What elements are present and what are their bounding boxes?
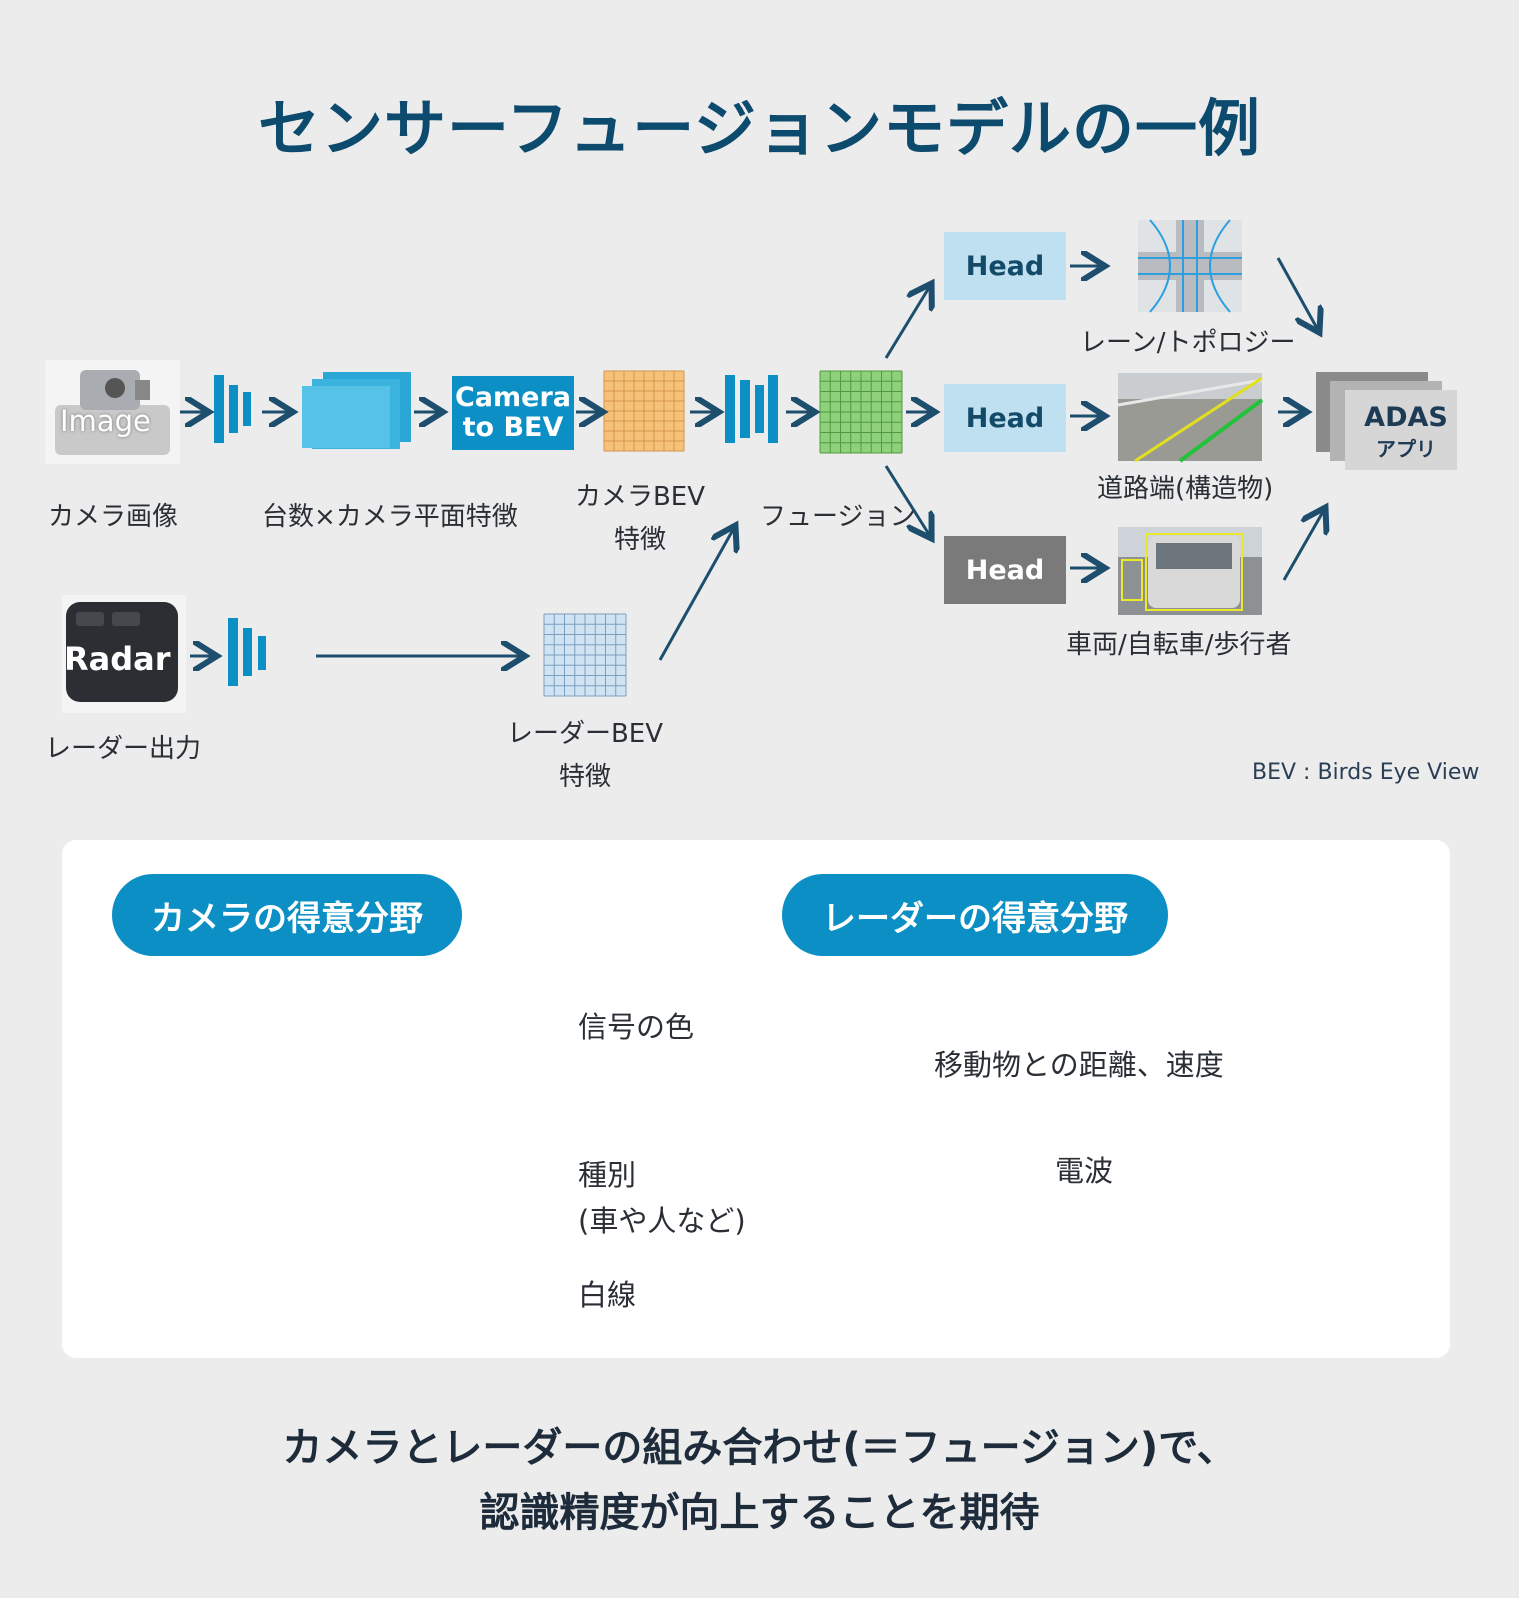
adas-app-stack (1316, 372, 1457, 470)
flow-arrow-17 (1282, 510, 1324, 581)
camera-device-icon (45, 360, 180, 464)
label-plane-features: 台数×カメラ平面特徴 (262, 502, 518, 532)
camera-to-bev-box: Camera to BEV (452, 376, 574, 450)
lane-topology-thumbnail (1138, 219, 1242, 313)
bottom-text-line1: カメラとレーダーの組み合わせ(＝フュージョン)で、 (282, 1425, 1237, 1471)
label-camera-image: カメラ画像 (48, 502, 179, 532)
camera-strengths-pill: カメラの得意分野 (112, 874, 462, 956)
bev-note: BEV : Birds Eye View (1252, 760, 1480, 785)
label-fusion: フュージョン (760, 502, 916, 532)
fusion-encoder-icon (725, 375, 778, 443)
flow-arrow-13 (884, 286, 930, 359)
radar-icon-text: Radar (64, 640, 171, 678)
radio-wave-label: 電波 (1055, 1154, 1114, 1188)
camera-item-signal: 信号の色 (578, 1010, 695, 1044)
camera-to-bev-line1: Camera (454, 382, 571, 413)
flow-arrow-16 (1276, 257, 1318, 330)
adas-label-line2: アプリ (1376, 437, 1436, 461)
page-title: センサーフュージョンモデルの一例 (257, 92, 1262, 165)
radar-encoder-icon (228, 618, 266, 686)
flow-arrow-14 (884, 465, 930, 536)
radar-bev-grid (543, 613, 627, 697)
camera-encoder-icon (214, 375, 251, 443)
output-lane-topology: レーン/トポロジー (1080, 328, 1296, 358)
adas-label-line1: ADAS (1364, 402, 1448, 433)
plane-features-icon (302, 372, 411, 449)
camera-item-type-line2: (車や人など) (578, 1204, 746, 1238)
radar-description: 移動物との距離、速度 (934, 1048, 1224, 1082)
output-road-edge: 道路端(構造物) (1097, 474, 1274, 504)
fusion-bev-grid (819, 370, 903, 454)
head-object: Head (944, 536, 1066, 604)
output-objects: 車両/自転車/歩行者 (1066, 630, 1292, 660)
label-radar-bev: レーダーBEV 特徴 (500, 713, 670, 793)
camera-item-type-line1: 種別 (578, 1158, 637, 1192)
road-edge-thumbnail (1117, 373, 1264, 463)
adas-label: ADAS アプリ (1345, 402, 1467, 462)
label-radar-output: レーダー出力 (45, 734, 202, 764)
flow-arrow-15 (658, 528, 734, 661)
label-camera-bev: カメラBEV 特徴 (570, 476, 710, 556)
camera-bev-grid (603, 370, 685, 452)
camera-item-white-line: 白線 (578, 1278, 637, 1312)
image-icon-text: Image (60, 404, 151, 438)
head-lane: Head (944, 232, 1066, 300)
label-camera-bev-line1: カメラBEV (574, 482, 706, 512)
camera-item-type: 種別 (車や人など) (578, 1152, 746, 1240)
vehicle-detection-thumbnail (1118, 527, 1262, 615)
radar-strengths-pill: レーダーの得意分野 (782, 874, 1168, 956)
radar-device-icon (62, 595, 186, 713)
label-radar-bev-line1: レーダーBEV (506, 719, 664, 749)
label-radar-bev-line2: 特徴 (558, 762, 611, 792)
head-road-edge: Head (944, 384, 1066, 452)
camera-to-bev-line2: to BEV (462, 412, 564, 443)
bottom-text-line2: 認識精度が向上することを期待 (479, 1490, 1040, 1536)
label-camera-bev-line2: 特徴 (613, 525, 666, 555)
